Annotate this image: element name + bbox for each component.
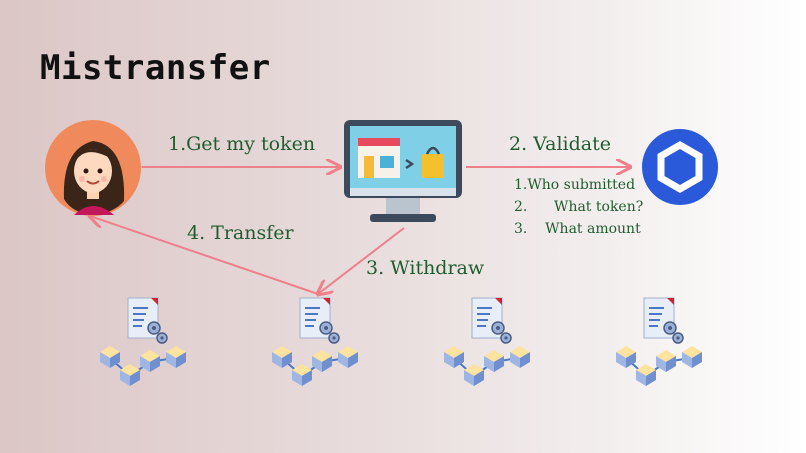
page-title: Mistransfer [40, 48, 271, 88]
arrow-withdraw [318, 227, 405, 294]
blockchain-contract-icon [99, 297, 187, 387]
step-get-token-label: 1.Get my token [168, 133, 316, 155]
user-avatar-icon [45, 120, 141, 216]
step-validate-label: 2. Validate [509, 133, 611, 155]
chainlink-icon [642, 129, 718, 205]
validation-checklist: 1.Who submitted 2. What token? 3. What a… [514, 177, 643, 243]
validation-item: 2. What token? [514, 199, 644, 215]
step-transfer-label: 4. Transfer [187, 222, 294, 244]
step-withdraw-label: 3. Withdraw [366, 257, 485, 279]
arrow-transfer [90, 216, 319, 295]
validation-item: 1.Who submitted [514, 177, 636, 193]
blockchain-contract-icon [271, 297, 359, 387]
validation-item: 3. What amount [514, 221, 641, 237]
online-store-monitor-icon [344, 120, 462, 222]
blockchain-contract-icon [615, 297, 703, 387]
blockchain-contract-icon [443, 297, 531, 387]
